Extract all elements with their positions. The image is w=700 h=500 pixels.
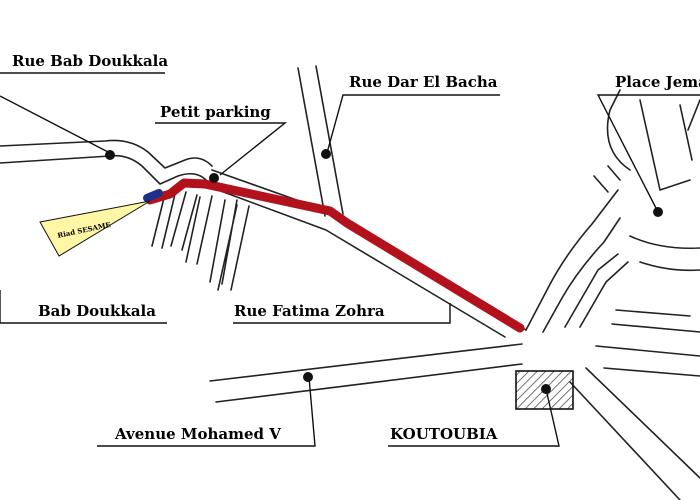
street-side-lanes [564, 165, 700, 333]
dot-avenue-mohamed-v [303, 372, 313, 382]
leader-bab-doukkala [0, 290, 167, 324]
leader-place-jemaa [596, 94, 700, 211]
label-rue-dar-el-bacha: Rue Dar El Bacha [349, 73, 498, 91]
dot-petit-parking [209, 173, 219, 183]
leader-avenue-mohamed-v [97, 376, 316, 447]
dot-rue-dar-el-bacha [321, 149, 331, 159]
riad-sesame-beam [39, 200, 151, 257]
dot-rue-bab-doukkala [105, 150, 115, 160]
leader-koutoubia [388, 388, 560, 447]
dot-place-jemaa [653, 207, 663, 217]
street-koutoubia-approach [569, 367, 700, 500]
label-place-jemaa: Place Jema [615, 73, 700, 91]
leader-rue-dar-el-bacha [326, 94, 500, 154]
label-bab-doukkala: Bab Doukkala [38, 302, 156, 320]
street-avenue-mohamed-v [209, 343, 700, 403]
dot-koutoubia [541, 384, 551, 394]
label-koutoubia: KOUTOUBIA [390, 425, 498, 443]
leader-petit-parking [155, 122, 287, 176]
street-rue-bab-doukkala [0, 139, 213, 185]
parking-bays [151, 189, 250, 291]
leader-rue-bab-doukkala [0, 72, 165, 154]
street-rue-dar-el-bacha [297, 65, 344, 217]
street-place-jemaa-road [525, 189, 621, 333]
label-petit-parking: Petit parking [160, 103, 271, 121]
label-avenue-mohamed-v: Avenue Mohamed V [114, 425, 281, 443]
label-rue-bab-doukkala: Rue Bab Doukkala [12, 52, 168, 70]
route-start-marker [143, 189, 163, 202]
leader-rue-fatima-zohra [233, 303, 451, 324]
place-jemaa-outline [606, 89, 700, 272]
label-rue-fatima-zohra: Rue Fatima Zohra [234, 302, 385, 320]
route-line [145, 178, 525, 333]
